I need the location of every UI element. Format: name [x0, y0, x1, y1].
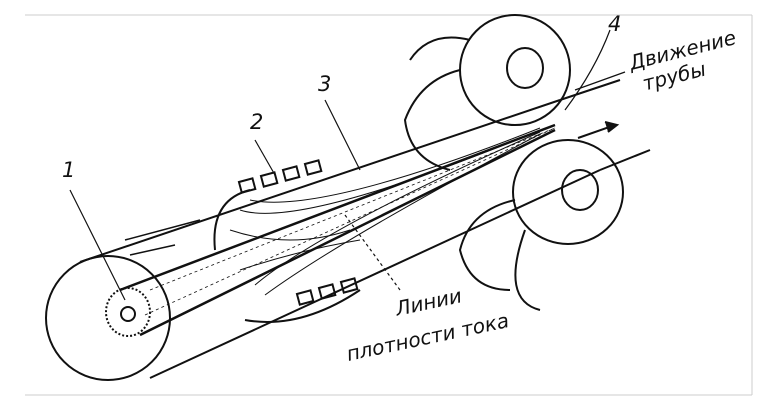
label-4: 4	[608, 12, 622, 36]
current-density-lines	[229, 127, 541, 296]
tube-body	[79, 79, 651, 379]
motion-arrow	[577, 121, 620, 139]
upper-roller	[403, 14, 571, 171]
inductor-coil	[213, 159, 361, 323]
label-2: 2	[250, 110, 264, 134]
tube-end	[45, 255, 171, 381]
leader-lines	[69, 29, 626, 301]
label-3: 3	[318, 72, 332, 96]
label-1: 1	[62, 158, 76, 182]
lower-roller	[458, 139, 624, 311]
